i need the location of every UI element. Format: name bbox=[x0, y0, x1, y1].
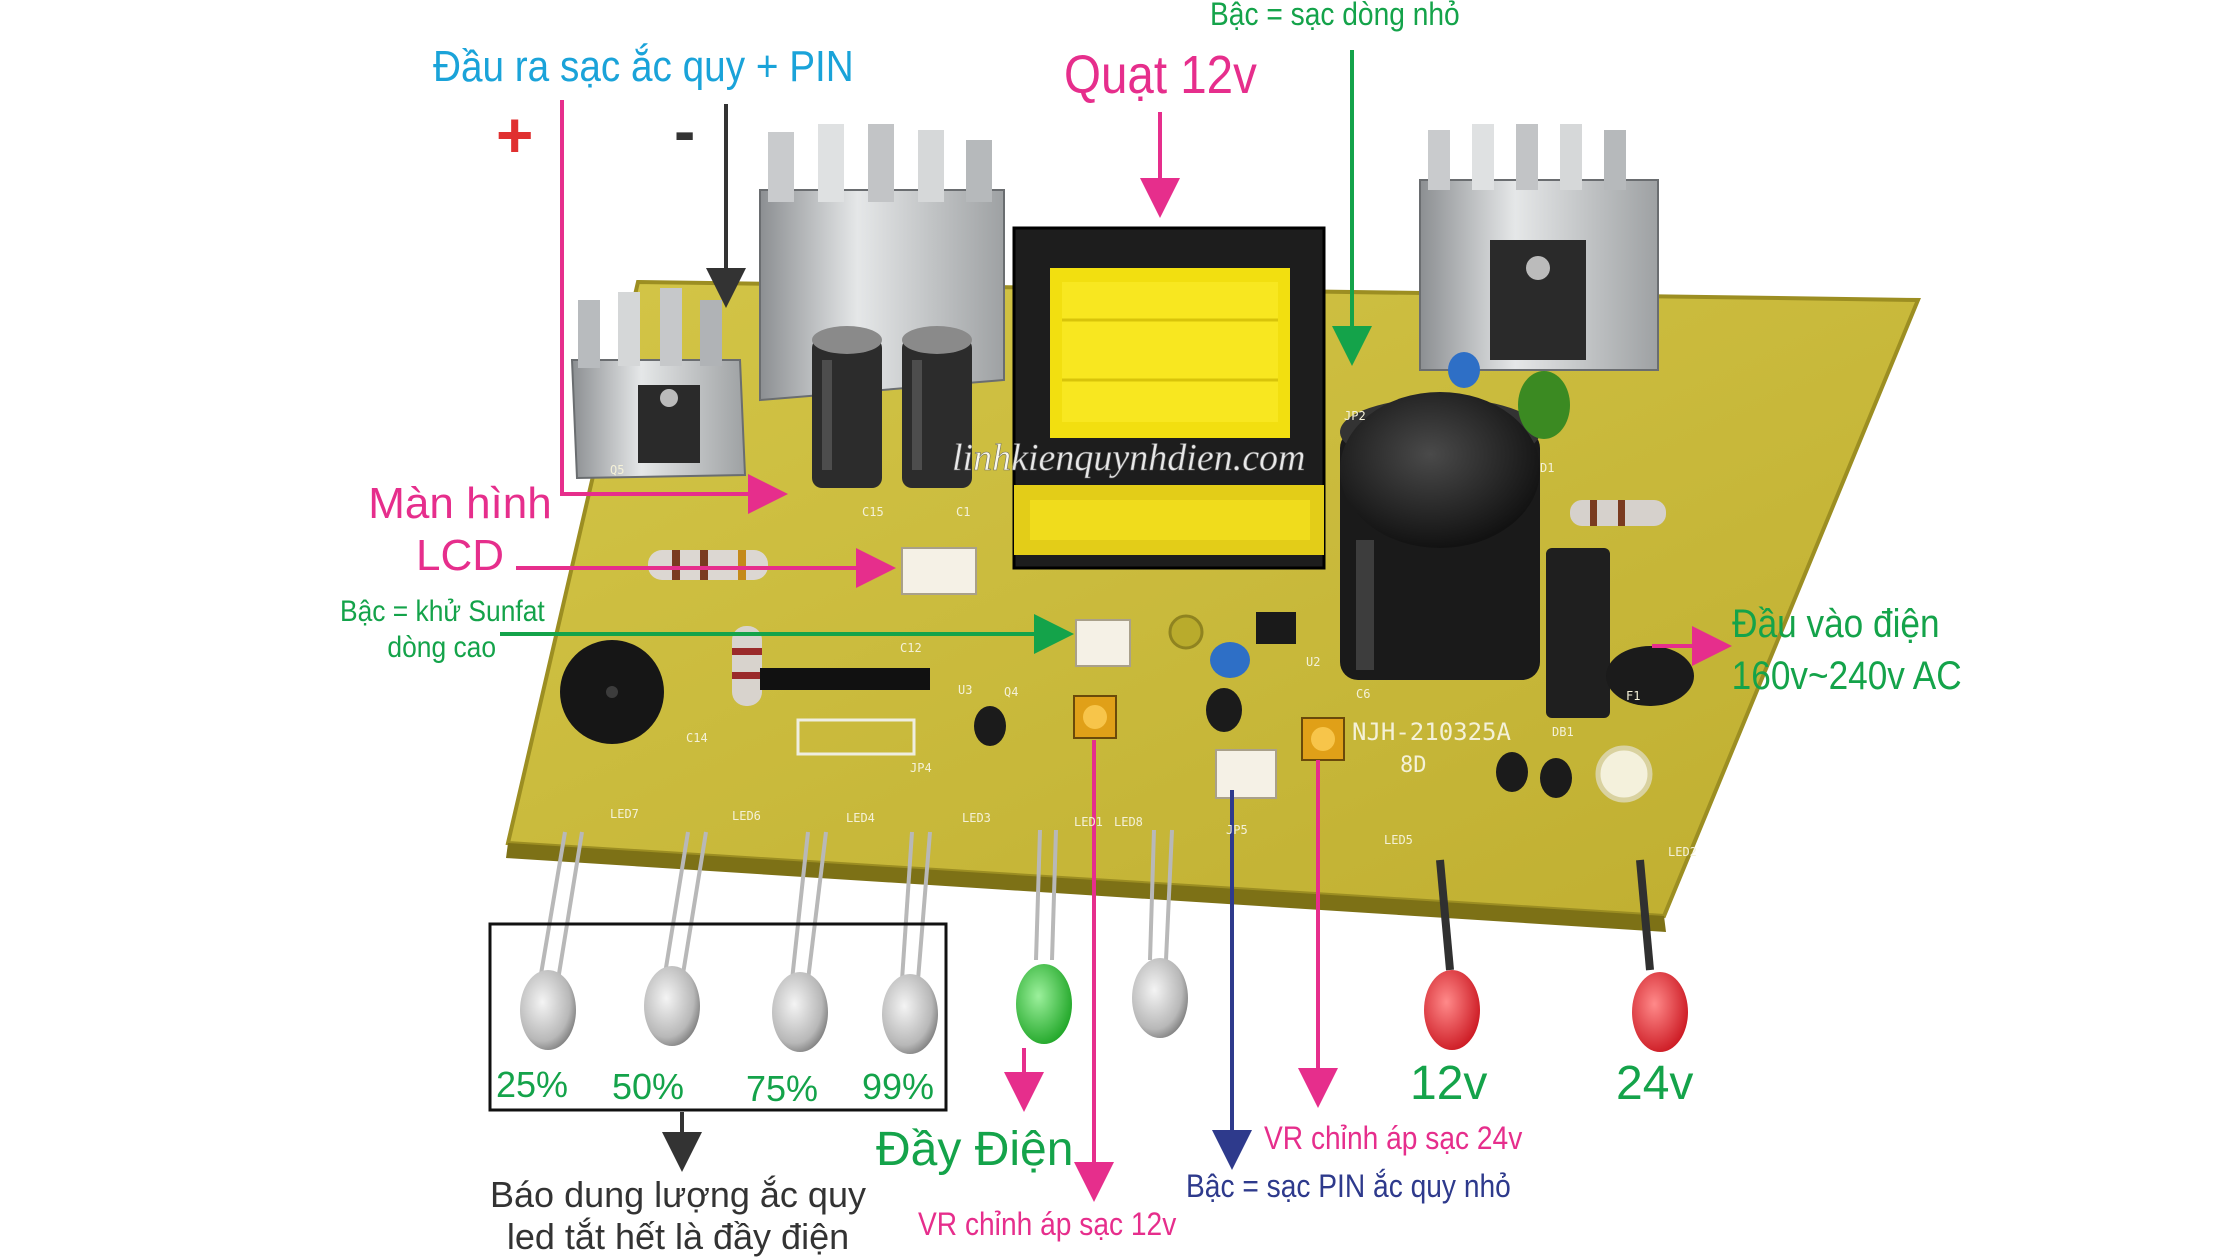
silk-c6: C6 bbox=[1356, 687, 1370, 701]
led-clear-50 bbox=[644, 966, 700, 1046]
label-low-current-text: Bậc = sạc dòng nhỏ bbox=[1210, 0, 1460, 32]
label-pct-99: 99% bbox=[862, 1066, 935, 1107]
silk-jp2: JP2 bbox=[1344, 409, 1366, 423]
label-pct-25: 25% bbox=[496, 1064, 569, 1105]
label-pct-50: 50% bbox=[612, 1066, 685, 1107]
thermistor bbox=[1606, 646, 1694, 706]
label-fan-text: Quạt 12v bbox=[1064, 45, 1257, 105]
big-capacitor bbox=[1340, 392, 1540, 680]
bridge-rectifier bbox=[1546, 548, 1610, 718]
connector-jp bbox=[1075, 619, 1131, 667]
silk-f1: F1 bbox=[1626, 689, 1640, 703]
silk-led1: LED1 bbox=[1074, 815, 1103, 829]
led-red-24v bbox=[1632, 972, 1688, 1052]
silk-d1: D1 bbox=[1540, 461, 1554, 475]
transistor bbox=[1496, 752, 1528, 792]
label-input: Đầu vào điện 160v~240v AC bbox=[1716, 598, 1962, 702]
silk-c12: C12 bbox=[900, 641, 922, 655]
label-minus: - bbox=[674, 95, 696, 167]
led-legs bbox=[538, 829, 1174, 981]
silk-c14: C14 bbox=[686, 731, 708, 745]
label-capacity-line1: Báo dung lượng ắc quy bbox=[490, 1174, 866, 1215]
mounting-hole bbox=[1595, 745, 1653, 803]
label-sulfate: Bậc = khử Sunfat dòng cao bbox=[322, 594, 562, 666]
label-lcd: Màn hình LCD bbox=[360, 478, 560, 582]
resistors bbox=[648, 500, 1666, 706]
label-plus: + bbox=[496, 99, 534, 171]
label-lcd-line2: LCD bbox=[415, 531, 505, 580]
label-output: Đầu ra sạc ắc quy + PIN bbox=[433, 42, 911, 92]
label-input-line2: 160v~240v AC bbox=[1731, 654, 1962, 698]
label-24v: 24v bbox=[1616, 1057, 1694, 1110]
silk-led8: LED8 bbox=[1114, 815, 1143, 829]
label-lcd-line1: Màn hình bbox=[368, 479, 552, 528]
label-vr24: VR chỉnh áp sạc 24v bbox=[1264, 1120, 1558, 1157]
silk-led3: LED3 bbox=[962, 811, 991, 825]
watermark: linhkienquynhdien.com bbox=[952, 437, 1306, 479]
pcb-model-line1: NJH-210325A bbox=[1352, 718, 1511, 746]
led-clear-75 bbox=[772, 972, 828, 1052]
led-clear-extra bbox=[1132, 958, 1188, 1038]
connector-lcd bbox=[901, 547, 977, 595]
silk-q4: Q4 bbox=[1004, 685, 1018, 699]
connector-jp4 bbox=[796, 718, 916, 756]
silk-db1: DB1 bbox=[1552, 725, 1574, 739]
label-capacity: Báo dung lượng ắc quy led tắt hết là đầy… bbox=[468, 1174, 888, 1258]
label-12v: 12v bbox=[1410, 1057, 1488, 1110]
capacitor-pair bbox=[812, 326, 972, 488]
led-red-12v bbox=[1424, 970, 1480, 1050]
label-input-line1: Đầu vào điện bbox=[1732, 602, 1940, 646]
silk-led7: LED7 bbox=[610, 807, 639, 821]
label-output-text: Đầu ra sạc ắc quy + PIN bbox=[433, 42, 854, 91]
label-vr12: VR chỉnh áp sạc 12v bbox=[918, 1206, 1212, 1243]
label-full: Đầy Điện bbox=[876, 1123, 1074, 1176]
arrows bbox=[500, 50, 1732, 1202]
mounting-hole bbox=[1168, 614, 1204, 650]
label-capacity-line2: led tắt hết là đầy điện bbox=[506, 1216, 850, 1257]
label-vr12-text: VR chỉnh áp sạc 12v bbox=[918, 1206, 1177, 1242]
silk-q5: Q5 bbox=[610, 463, 624, 477]
heatsink-right bbox=[1419, 124, 1659, 371]
label-low-current: Bậc = sạc dòng nhỏ bbox=[1210, 0, 1494, 33]
led-green-full bbox=[1016, 964, 1072, 1044]
silk-jp5: JP5 bbox=[1226, 823, 1248, 837]
label-vr24-text: VR chỉnh áp sạc 24v bbox=[1264, 1120, 1523, 1156]
label-small-pin-text: Bậc = sạc PIN ắc quy nhỏ bbox=[1186, 1168, 1511, 1204]
blue-capacitor bbox=[1448, 352, 1480, 388]
header-strip bbox=[760, 668, 930, 690]
silk-led2: LED2 bbox=[1668, 845, 1697, 859]
led-legs-bent bbox=[1436, 859, 1654, 971]
led-clear-99 bbox=[882, 974, 938, 1054]
pcb-model-line2: 8D bbox=[1400, 753, 1427, 778]
silk-c15: C15 bbox=[862, 505, 884, 519]
transistor bbox=[974, 706, 1006, 746]
transistor bbox=[1206, 688, 1242, 732]
capacity-box bbox=[488, 922, 948, 1112]
pcb-edge bbox=[506, 843, 1666, 932]
heatsink-left-small bbox=[570, 288, 747, 480]
transformer bbox=[1012, 226, 1326, 570]
silk-led4: LED4 bbox=[846, 811, 875, 825]
silk-led6: LED6 bbox=[732, 809, 761, 823]
film-capacitor bbox=[1518, 371, 1570, 439]
blue-capacitor bbox=[1210, 642, 1250, 678]
label-sulfate-line2: dòng cao bbox=[387, 631, 497, 664]
silk-u2: U2 bbox=[1306, 655, 1320, 669]
silk-led5: LED5 bbox=[1384, 833, 1413, 847]
label-sulfate-line1: Bậc = khử Sunfat bbox=[339, 595, 545, 628]
ic bbox=[1256, 612, 1296, 644]
silk-jp4: JP4 bbox=[910, 761, 932, 775]
connector-jp5 bbox=[1215, 749, 1277, 799]
transistor bbox=[1540, 758, 1572, 798]
label-small-pin: Bậc = sạc PIN ắc quy nhỏ bbox=[1186, 1168, 1555, 1205]
arrow-plus bbox=[560, 100, 788, 514]
label-fan: Quạt 12v bbox=[1064, 44, 1283, 106]
label-pct-75: 75% bbox=[746, 1068, 819, 1109]
led-clear-25 bbox=[520, 970, 576, 1050]
silk-u3: U3 bbox=[958, 683, 972, 697]
silk-c1: C1 bbox=[956, 505, 970, 519]
